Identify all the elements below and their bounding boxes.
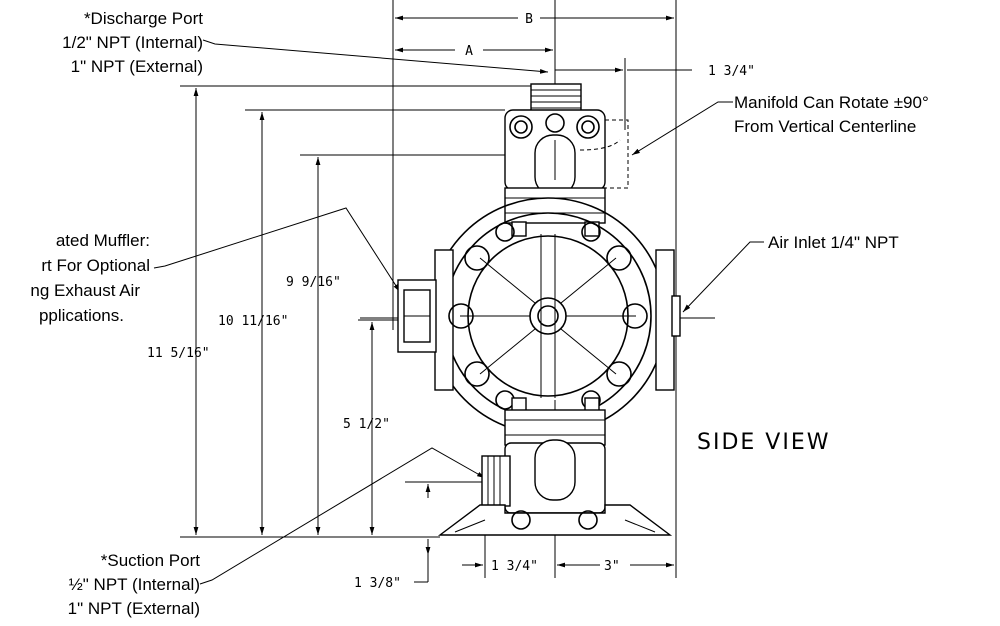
dim-1-3-8-label: 1 3/8" — [354, 576, 401, 591]
muffler-callout: ated Muffler: rt For Optional ng Exhaust… — [30, 231, 150, 325]
dim-a-label: A — [465, 44, 473, 59]
dim-bottom-3-label: 3" — [604, 559, 620, 574]
manifold-callout: Manifold Can Rotate ±90° From Vertical C… — [734, 93, 929, 136]
suction-line-1: *Suction Port — [101, 551, 200, 570]
dimension-labels: B A 1 3/4" 11 5/16" 10 11/16" 9 9/16" 5 … — [147, 12, 755, 591]
muffler-line-4: pplications. — [39, 306, 124, 325]
dim-10-11-16-label: 10 11/16" — [218, 314, 288, 329]
discharge-line-2: 1/2" NPT (Internal) — [62, 33, 203, 52]
dim-5-1-2-label: 5 1/2" — [343, 417, 390, 432]
air-inlet-callout: Air Inlet 1/4" NPT — [768, 233, 899, 252]
discharge-line-1: *Discharge Port — [84, 9, 203, 28]
pump-body — [397, 83, 681, 536]
suction-port-callout: *Suction Port ½" NPT (Internal) 1" NPT (… — [68, 551, 201, 618]
manifold-line-1: Manifold Can Rotate ±90° — [734, 93, 929, 112]
muffler-line-2: rt For Optional — [41, 256, 150, 275]
discharge-port-callout: *Discharge Port 1/2" NPT (Internal) 1" N… — [62, 9, 203, 76]
dim-9-9-16-label: 9 9/16" — [286, 275, 341, 290]
muffler-line-3: ng Exhaust Air — [30, 281, 140, 300]
side-view-label: SIDE VIEW — [697, 430, 830, 455]
muffler-line-1: ated Muffler: — [56, 231, 150, 250]
dim-top-offset-label: 1 3/4" — [708, 64, 755, 79]
dim-bottom-1-3-4-label: 1 3/4" — [491, 559, 538, 574]
suction-line-3: 1" NPT (External) — [68, 599, 200, 618]
dim-b-label: B — [525, 12, 533, 27]
dim-11-5-16-label: 11 5/16" — [147, 346, 210, 361]
leader-lines — [153, 39, 764, 585]
manifold-line-2: From Vertical Centerline — [734, 117, 916, 136]
suction-line-2: ½" NPT (Internal) — [69, 575, 200, 594]
discharge-line-3: 1" NPT (External) — [71, 57, 203, 76]
